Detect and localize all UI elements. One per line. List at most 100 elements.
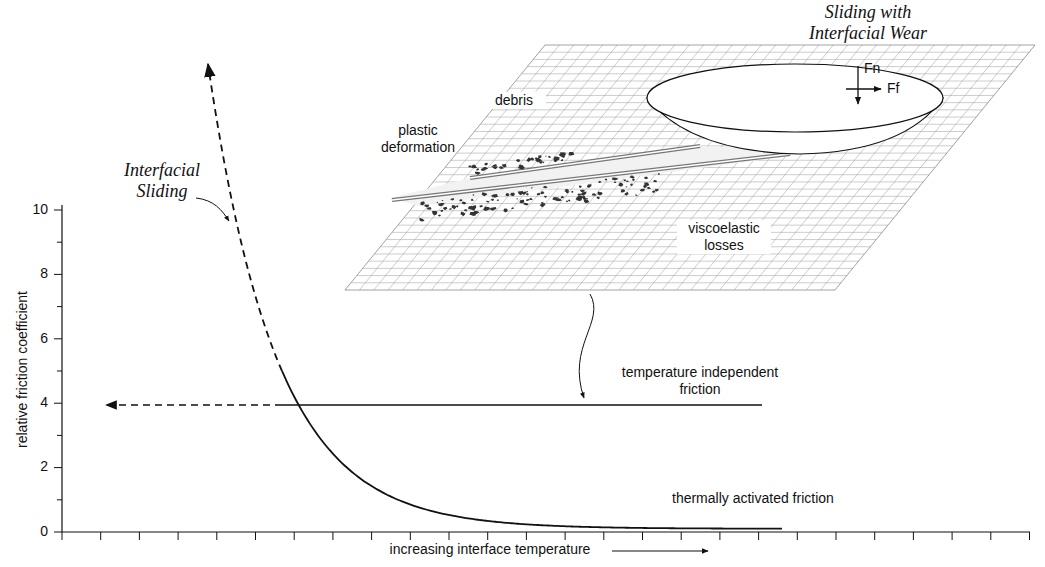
debris-particle <box>632 179 635 181</box>
mesh-line <box>539 52 1029 53</box>
debris-particle <box>577 193 581 195</box>
y-axis <box>61 205 62 532</box>
tick-mark <box>216 532 217 540</box>
debris-particle <box>443 207 447 211</box>
debris-particle <box>629 176 634 179</box>
tick-mark <box>449 532 450 540</box>
debris-particle <box>473 194 475 196</box>
debris-particle <box>489 207 496 211</box>
debris-particle <box>653 180 657 182</box>
debris-particle <box>459 199 462 201</box>
tick-mark <box>54 532 62 533</box>
debris-particle <box>540 203 546 207</box>
debris-particle <box>522 192 527 195</box>
axis-arrow <box>612 550 708 551</box>
tick-mark <box>874 532 875 540</box>
debris-particle <box>424 204 429 207</box>
debris-particle <box>537 193 541 195</box>
debris-particle <box>568 152 574 155</box>
debris-particle <box>469 212 476 216</box>
tick-mark <box>681 532 682 540</box>
plastic-ridge <box>392 154 790 200</box>
debris-particle <box>471 206 476 211</box>
friction-curves <box>208 64 782 529</box>
tick-label: 2 <box>10 458 48 475</box>
friction-force-arrow <box>846 88 881 89</box>
debris-particle <box>471 199 474 201</box>
debris-particle <box>497 199 499 201</box>
mesh-line <box>533 59 1023 60</box>
tick-mark <box>255 532 256 540</box>
tick-mark <box>1029 532 1030 540</box>
debris-particle <box>521 165 523 166</box>
callout-label: debris <box>482 92 546 109</box>
force-label: Ff <box>887 80 917 97</box>
tick-mark <box>990 532 991 540</box>
interfacial-sliding-curve <box>208 64 282 371</box>
tick-mark <box>719 532 720 540</box>
debris-particle <box>586 198 588 199</box>
surface-mesh <box>345 45 1035 290</box>
debris-particle <box>655 189 659 192</box>
debris-particle <box>442 200 444 201</box>
tick-mark <box>57 499 62 500</box>
debris-particle <box>481 168 485 171</box>
debris-particle <box>621 189 626 192</box>
regime-label: Interfacial Sliding <box>112 160 212 202</box>
debris-particle <box>544 196 547 198</box>
debris-particle <box>652 191 656 194</box>
tick-mark <box>797 532 798 540</box>
debris-particle <box>658 173 660 175</box>
debris-particle <box>503 208 508 212</box>
normal-force-arrow <box>857 66 858 104</box>
callout-label: viscoelastic losses <box>677 220 771 254</box>
tick-mark <box>57 242 62 243</box>
tick-marks <box>54 210 1030 540</box>
tick-mark <box>54 467 62 468</box>
debris-particle <box>519 165 521 166</box>
debris-particle <box>438 215 441 217</box>
debris-particle <box>626 186 628 187</box>
tick-mark <box>758 532 759 540</box>
extrapolation-line <box>106 404 282 406</box>
debris-particle <box>584 199 589 203</box>
debris-particle <box>464 209 467 211</box>
curve-label: temperature independent friction <box>615 364 785 398</box>
debris-particle <box>571 191 573 193</box>
debris-particle <box>518 165 525 170</box>
plastic-ridge <box>470 146 700 178</box>
temperature-independent-line <box>282 404 762 406</box>
debris-particle <box>581 191 587 195</box>
tick-mark <box>565 532 566 540</box>
debris-particle <box>538 155 542 158</box>
debris-particles <box>420 152 661 222</box>
debris-particle <box>527 194 529 195</box>
debris-particle <box>452 205 457 209</box>
debris-particle <box>626 181 629 183</box>
tick-label: 0 <box>10 523 48 540</box>
tick-mark <box>294 532 295 540</box>
debris-particle <box>576 197 583 201</box>
debris-particle <box>511 207 514 209</box>
debris-particle <box>640 189 645 192</box>
tick-mark <box>836 532 837 540</box>
debris-particle <box>438 204 443 207</box>
debris-particle <box>564 189 569 192</box>
force-label: Fn <box>864 60 894 77</box>
debris-particle <box>540 191 544 194</box>
tick-mark <box>57 306 62 307</box>
debris-particle <box>630 184 633 186</box>
debris-particle <box>535 158 538 160</box>
debris-particle <box>529 198 532 200</box>
tick-mark <box>54 403 62 404</box>
debris-particle <box>612 177 619 180</box>
debris-particle <box>530 158 534 161</box>
axis-title: increasing interface temperature <box>360 541 620 558</box>
debris-particle <box>460 212 465 216</box>
x-axis <box>62 531 1030 532</box>
debris-particle <box>554 159 558 162</box>
debris-particle <box>475 172 480 175</box>
tick-mark <box>54 274 62 275</box>
debris-particle <box>479 205 483 207</box>
debris-particle <box>614 182 617 184</box>
